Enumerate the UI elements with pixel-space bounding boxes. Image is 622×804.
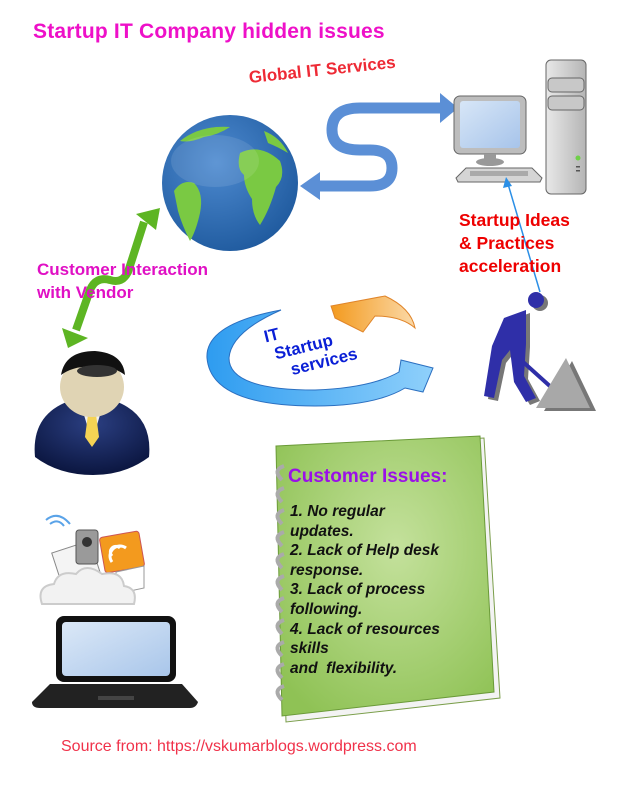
globe-icon bbox=[162, 115, 298, 251]
issue-line: skills bbox=[290, 640, 329, 658]
issue-line: 4. Lack of resources bbox=[290, 620, 440, 638]
customer-interaction-line-1: Customer Interaction bbox=[37, 260, 208, 279]
page-title: Startup IT Company hidden issues bbox=[33, 20, 385, 43]
desktop-computer-icon bbox=[453, 59, 587, 195]
customer-interaction-line-2: with Vendor bbox=[37, 283, 134, 302]
issue-line: and flexibility. bbox=[290, 659, 398, 677]
source-credit: Source from: https://vskumarblogs.wordpr… bbox=[61, 738, 417, 755]
startup-ideas-label: Startup Ideas & Practices acceleration bbox=[459, 209, 570, 278]
issue-line: 3. Lack of process bbox=[290, 581, 426, 599]
issue-line: updates. bbox=[290, 522, 354, 540]
communication-cloud-icon bbox=[39, 514, 145, 605]
issue-line: response. bbox=[290, 561, 364, 579]
cycle-arrows-icon bbox=[206, 295, 434, 407]
issue-line: following. bbox=[290, 600, 363, 618]
startup-ideas-line-3: acceleration bbox=[459, 256, 562, 276]
customer-issues-list: 1. No regular updates. 2. Lack of Help d… bbox=[290, 502, 440, 678]
customer-issues-heading: Customer Issues: bbox=[288, 466, 448, 487]
notebook-icon bbox=[275, 435, 501, 723]
worker-digging-icon bbox=[484, 292, 596, 411]
issue-line: 1. No regular bbox=[290, 503, 385, 520]
issue-line: 2. Lack of Help desk bbox=[290, 542, 440, 560]
startup-ideas-line-2: & Practices bbox=[459, 233, 555, 253]
businessman-icon bbox=[34, 351, 150, 475]
laptop-icon bbox=[32, 616, 198, 708]
customer-interaction-label: Customer Interaction with Vendor bbox=[37, 258, 208, 304]
startup-ideas-line-1: Startup Ideas bbox=[459, 210, 570, 230]
